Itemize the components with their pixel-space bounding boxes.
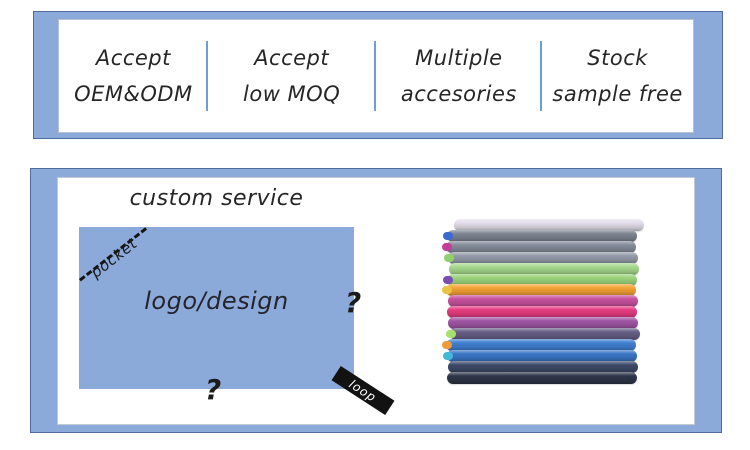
towel-layer-gray: [443, 229, 637, 242]
towel-edge-tab: [443, 275, 453, 284]
claim-line: Accept: [95, 46, 171, 70]
towel-layer-magenta: [448, 295, 638, 308]
towel-stack: [442, 219, 644, 385]
towel-illustration: pocket logo/design ? ? loop: [79, 227, 395, 416]
custom-service-panel: custom service pocket logo/design ? ? lo…: [30, 168, 722, 433]
custom-service-title: custom service: [129, 186, 304, 211]
towel-layer-gray-light: [444, 251, 638, 264]
claim-line: accesories: [400, 82, 517, 106]
claim-accessories: Multiple accesories: [376, 20, 543, 132]
claims-banner-inner: Accept OEM&ODM Accept low MOQ Multiple a…: [58, 19, 694, 133]
towel-layer-green-light: [449, 262, 639, 275]
towel-layer-lavender: [454, 219, 644, 231]
towel-layer-hot-pink: [447, 306, 637, 319]
towel-layer-navy: [448, 360, 638, 373]
towel-layer-green: [443, 273, 637, 286]
towel-edge-tab: [444, 253, 454, 262]
claim-oem-odm: Accept OEM&ODM: [59, 20, 208, 132]
towel-layer-blue: [442, 338, 636, 351]
question-mark-bottom: ?: [205, 373, 222, 406]
towel-layer-blue-deep: [443, 349, 637, 362]
towel-edge-tab: [442, 286, 452, 295]
towel-edge-tab: [443, 351, 453, 360]
towel-layer-orange: [442, 284, 636, 297]
loop-tag: loop: [331, 365, 395, 416]
logo-design-label: logo/design: [144, 287, 289, 315]
pocket-label: pocket: [87, 234, 141, 282]
claim-line: Multiple: [415, 46, 503, 70]
towel-edge-tab: [442, 242, 452, 251]
claim-sample-free: Stock sample free: [542, 20, 693, 132]
towel-layer-purple: [448, 317, 638, 330]
towel-layer-gray-medium: [442, 240, 636, 253]
claim-line: OEM&ODM: [74, 82, 193, 106]
claim-line: sample free: [552, 82, 683, 106]
claim-line: Accept: [254, 46, 330, 70]
custom-service-inner: custom service pocket logo/design ? ? lo…: [57, 177, 695, 425]
claim-low-moq: Accept low MOQ: [208, 20, 376, 132]
claim-line: low MOQ: [243, 82, 341, 106]
towel-layer-charcoal: [447, 371, 637, 384]
towel-edge-tab: [442, 340, 452, 349]
claim-line: Stock: [587, 46, 648, 70]
claims-banner: Accept OEM&ODM Accept low MOQ Multiple a…: [33, 11, 723, 139]
towel-edge-tab: [446, 330, 456, 338]
towel-edge-tab: [443, 231, 453, 240]
towel-layer-slate-purple: [446, 328, 640, 340]
question-mark-right: ?: [345, 286, 362, 319]
